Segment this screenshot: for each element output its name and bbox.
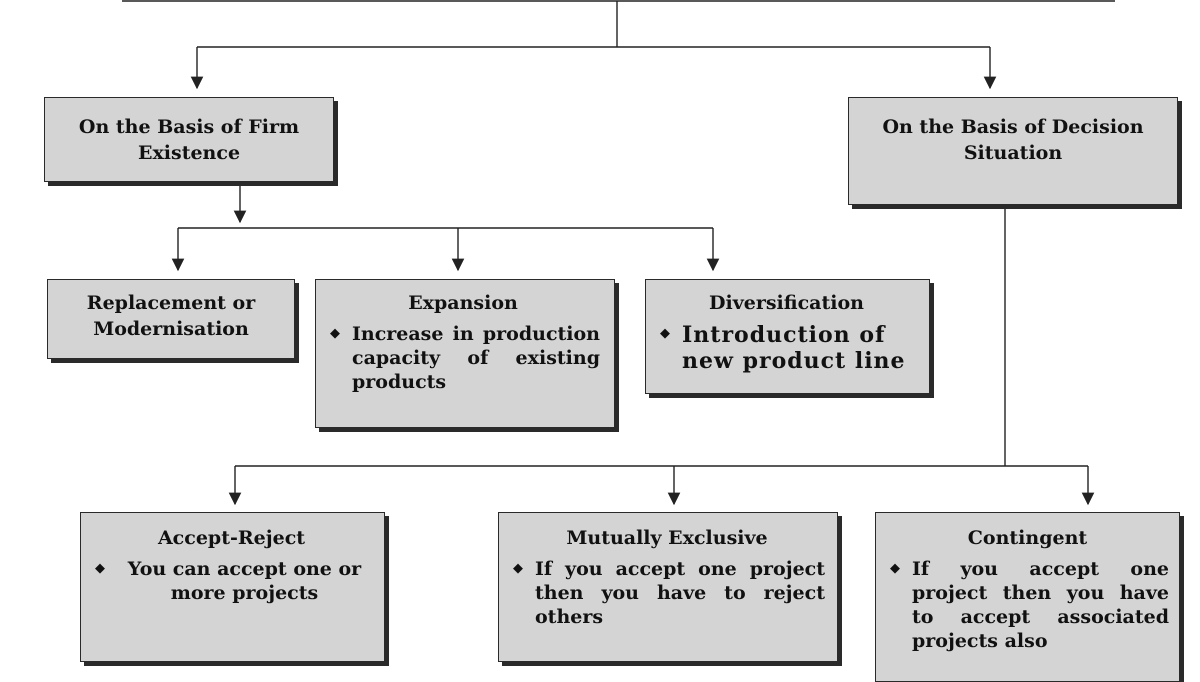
replacement-box: Replacement or Modernisation (47, 279, 295, 359)
diversification-title: Diversification (709, 292, 864, 314)
expansion-box: Expansion ◆ Increase in production capac… (315, 279, 615, 428)
accept-reject-bullet-text: You can accept one or more projects (127, 558, 362, 604)
mutually-exclusive-bullet: ◆ If you accept one project then you hav… (509, 557, 825, 629)
firm-existence-title: On the Basis of Firm Existence (78, 116, 300, 164)
mutually-exclusive-bullet-text: If you accept one project then you have … (535, 558, 825, 628)
replacement-title: Replacement or Modernisation (86, 292, 256, 340)
expansion-bullet-text: Increase in production capacity of exist… (352, 323, 600, 393)
bullet-diamond-icon: ◆ (513, 561, 523, 576)
contingent-bullet: ◆ If you accept one project then you hav… (886, 557, 1169, 653)
contingent-box: Contingent ◆ If you accept one project t… (875, 512, 1180, 682)
mutually-exclusive-box: Mutually Exclusive ◆ If you accept one p… (498, 512, 838, 662)
accept-reject-box: Accept-Reject ◆ You can accept one or mo… (80, 512, 385, 662)
bullet-diamond-icon: ◆ (890, 561, 900, 576)
accept-reject-bullet: ◆ You can accept one or more projects (91, 557, 372, 605)
contingent-title: Contingent (967, 527, 1088, 549)
diversification-bullet-text: Introduction of new product line (682, 322, 906, 374)
diversification-bullet: ◆ Introduction of new product line (656, 322, 917, 374)
expansion-title: Expansion (408, 292, 518, 314)
mutually-exclusive-title: Mutually Exclusive (566, 527, 768, 549)
contingent-bullet-text: If you accept one project then you have … (912, 558, 1169, 652)
bullet-diamond-icon: ◆ (95, 561, 105, 576)
bullet-diamond-icon: ◆ (660, 326, 670, 341)
accept-reject-title: Accept-Reject (157, 527, 306, 549)
expansion-bullet: ◆ Increase in production capacity of exi… (326, 322, 600, 394)
firm-existence-box: On the Basis of Firm Existence (44, 97, 334, 182)
decision-situation-box: On the Basis of Decision Situation (848, 97, 1178, 205)
bullet-diamond-icon: ◆ (330, 326, 340, 341)
diversification-box: Diversification ◆ Introduction of new pr… (645, 279, 930, 394)
decision-situation-title: On the Basis of Decision Situation (882, 116, 1144, 164)
